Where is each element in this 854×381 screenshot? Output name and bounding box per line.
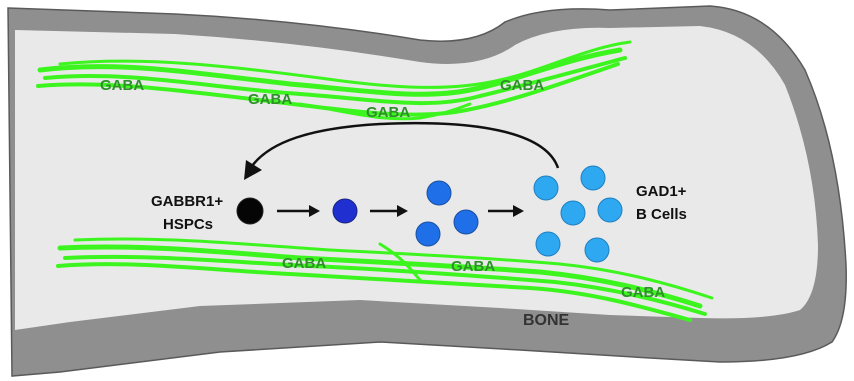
gaba-label-lower-right: GABA [621,284,665,301]
hspc-cell [237,198,263,224]
hspc-label-line1: GABBR1+ [151,193,223,210]
bcell-label-line2: B Cells [636,206,687,223]
gaba-label-upper-left: GABA [100,77,144,94]
bcell-label-line1: GAD1+ [636,183,687,200]
gaba-label-upper-center: GABA [248,91,292,108]
marrow-cavity [15,26,818,330]
progenitor-cell [333,199,357,223]
bone-label: BONE [523,312,570,329]
gaba-label-lower-left: GABA [282,255,326,272]
hspc-label-line2: HSPCs [163,216,213,233]
gaba-label-lower-center: GABA [451,258,495,275]
gaba-label-upper-right: GABA [500,77,544,94]
gaba-label-upper-mid: GABA [366,104,410,121]
